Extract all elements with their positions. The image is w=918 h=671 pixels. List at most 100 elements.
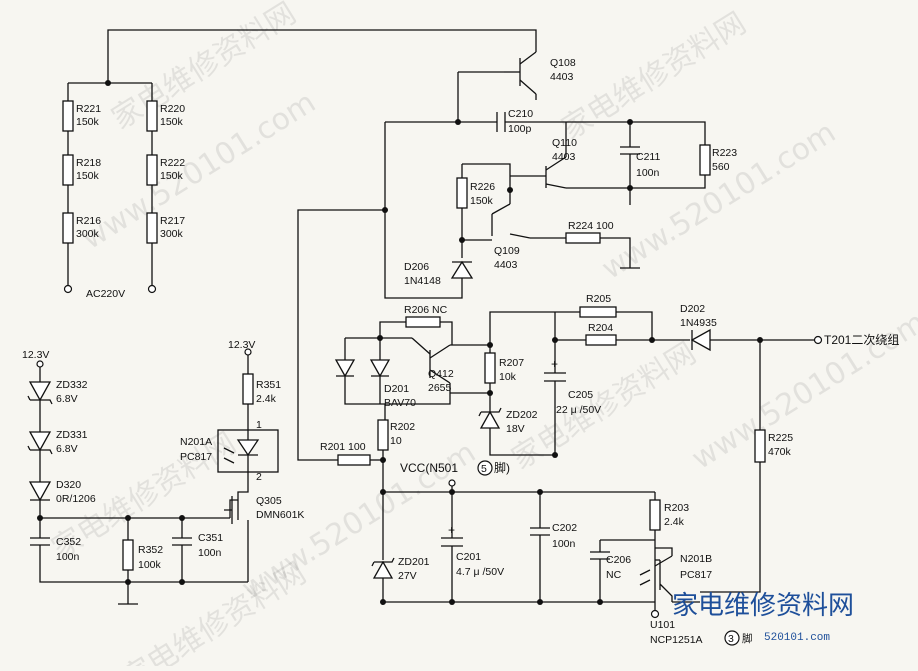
r225-ref: R225 [768,432,793,444]
ac220v-label: AC220V [86,288,125,300]
watermark-site: 家电维修资料网 [556,6,753,147]
r203-value: 2.4k [664,516,685,528]
vcc-node-terminal [448,479,456,487]
r351-ref: R351 [256,379,281,391]
r352-value: 100k [138,559,162,571]
resistor-r202 [377,419,389,451]
zener-zd201 [372,560,394,579]
zd331-value: 6.8V [56,443,78,455]
r351-value: 2.4k [256,393,277,405]
resistor-r206 [405,316,441,328]
u101-terminal [650,609,660,619]
logo-text: 家电维修资料网 [672,591,854,621]
resistor-r217 [146,212,158,244]
vcc-pin-marker [477,460,493,476]
u101-pin: 3 [728,633,734,645]
r222-ref: R222 [160,157,185,169]
resistor-r351 [242,373,254,405]
d320-value: 0R/1206 [56,493,96,505]
zd332-ref: ZD332 [56,379,88,391]
resistor-r201 [337,454,371,466]
resistor-r352 [122,539,134,571]
t201-label: T201二次绕组 [824,333,899,347]
q110-value: 4403 [552,151,576,163]
diode-d201a [334,359,356,378]
watermark-url: www.520101.com [596,115,842,287]
ac-divider: R221 150k R218 150k R216 300k R220 150k … [62,29,537,300]
r226-value: 150k [470,195,494,207]
r226-ref: R226 [470,181,495,193]
resistor-r220 [146,100,158,132]
d206-value: 1N4148 [404,275,441,287]
r204-ref: R204 [588,322,613,334]
r202-value: 10 [390,435,402,447]
d206-ref: D206 [404,261,429,273]
zd201-value: 27V [398,570,417,582]
r220-value: 150k [160,116,184,128]
q305-ref: Q305 [256,495,282,507]
zd331-ref: ZD331 [56,429,88,441]
capacitor-c211 [620,122,640,188]
d202-ref: D202 [680,303,705,315]
r223-value: 560 [712,161,730,173]
r218-ref: R218 [76,157,101,169]
c202-value: 100n [552,538,576,550]
q108-value: 4403 [550,71,574,83]
n201b-value: PC817 [680,569,712,581]
r205-ref: R205 [586,293,611,305]
led-n201a [236,439,260,457]
d201-value: BAV70 [384,397,416,409]
c210-value: 100p [508,123,532,135]
logo-sub: 520101.com [764,632,830,644]
q412-value: 2655 [428,382,452,394]
n201b-ref: N201B [680,553,712,565]
c351-ref: C351 [198,532,223,544]
vcc-network: VCC(N501 5 脚) ZD201 27V + C201 4.7 μ /50… [371,460,753,646]
c206-value: NC [606,569,622,581]
capacitor-c210 [496,112,506,132]
c352-ref: C352 [56,536,81,548]
d201-ref: D201 [384,383,409,395]
r221-ref: R221 [76,103,101,115]
resistor-r216 [62,212,74,244]
u101-prefix: NCP1251A [650,634,703,646]
rail-12v-mid-label: 12.3V [228,339,255,351]
transistor-network: Q108 4403 C210 100p C211 100n R223 560 Q… [384,51,737,299]
r225-value: 470k [768,446,792,458]
r216-value: 300k [76,228,100,240]
q305-value: DMN601K [256,509,304,521]
watermark-url: www.520101.com [686,305,918,477]
resistor-r207 [484,352,496,384]
r217-ref: R217 [160,215,185,227]
c205-ref: C205 [568,389,593,401]
r217-value: 300k [160,228,184,240]
diode-d201b [369,359,391,378]
site-logo: 家电维修资料网 520101.com [672,591,854,644]
resistor-r225 [754,429,766,463]
r223-ref: R223 [712,147,737,159]
r202-ref: R202 [390,421,415,433]
zd332-value: 6.8V [56,393,78,405]
c201-value: 4.7 μ /50V [456,566,504,578]
vcc-prefix: VCC(N501 [400,461,458,475]
standby-network: 12.3V ZD332 6.8V ZD331 6.8V D320 0R/1206… [22,339,304,605]
ac-terminal-right [147,284,157,294]
r216-ref: R216 [76,215,101,227]
zd202-ref: ZD202 [506,409,538,421]
resistor-r203 [649,499,661,531]
c211-ref: C211 [636,151,660,163]
rail-12v-left-terminal [36,360,44,368]
u101-pin-marker [724,630,740,646]
r221-value: 150k [76,116,100,128]
c205-value: 22 μ /50V [556,404,601,416]
d320-ref: D320 [56,479,81,491]
ac-terminal-left [63,284,73,294]
resistor-r221 [62,100,74,132]
resistor-r223 [699,144,711,176]
diode-d320 [28,481,52,502]
q110-ref: Q110 [552,137,577,149]
c202-ref: C202 [552,522,577,534]
zener-zd332 [28,381,52,402]
c210-ref: C210 [508,108,533,120]
